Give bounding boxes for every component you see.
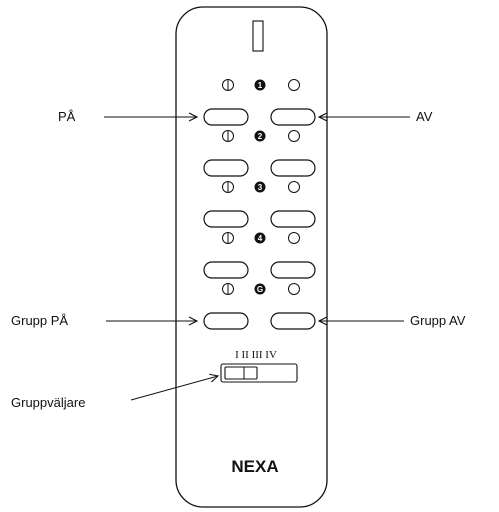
off-button[interactable] [270, 108, 316, 126]
channel-row: G [203, 283, 316, 330]
arrow-group-selector [130, 376, 218, 401]
off-button[interactable] [270, 159, 316, 177]
remote-body [175, 6, 328, 508]
off-indicator-icon [288, 130, 300, 142]
channel-number: G [257, 285, 263, 294]
off-button[interactable] [270, 312, 316, 330]
group-selector-knob[interactable] [224, 366, 258, 380]
on-button[interactable] [203, 312, 249, 330]
on-indicator-icon [222, 79, 234, 91]
on-button[interactable] [203, 159, 249, 177]
label-off: AV [416, 109, 433, 124]
label-group-off: Grupp AV [410, 313, 466, 328]
channel-badge: G [254, 283, 266, 295]
channel-number: 1 [258, 81, 263, 90]
label-group-on: Grupp PÅ [11, 313, 68, 328]
on-indicator-icon [222, 283, 234, 295]
channel-badge: 1 [254, 79, 266, 91]
indicator-led [252, 20, 264, 52]
channel-row: 4 [203, 232, 316, 279]
off-indicator-icon [288, 232, 300, 244]
channel-number: 2 [258, 132, 263, 141]
on-button[interactable] [203, 108, 249, 126]
label-group-selector: Gruppväljare [11, 395, 85, 410]
label-on: PÅ [58, 109, 76, 124]
off-button[interactable] [270, 261, 316, 279]
off-indicator-icon [288, 181, 300, 193]
channel-number: 4 [258, 234, 263, 243]
channel-rows: 1 2 3 4G [203, 79, 316, 330]
brand-logo: NEXA [231, 457, 278, 476]
on-indicator-icon [222, 130, 234, 142]
off-indicator-icon [288, 283, 300, 295]
channel-badge: 2 [254, 130, 266, 142]
on-indicator-icon [222, 181, 234, 193]
channel-row: 1 [203, 79, 316, 126]
on-button[interactable] [203, 261, 249, 279]
off-button[interactable] [270, 210, 316, 228]
channel-badge: 3 [254, 181, 266, 193]
on-indicator-icon [222, 232, 234, 244]
channel-number: 3 [258, 183, 263, 192]
channel-row: 3 [203, 181, 316, 228]
selector-position-marks: I II III IV [235, 349, 277, 361]
off-indicator-icon [288, 79, 300, 91]
channel-badge: 4 [254, 232, 266, 244]
on-button[interactable] [203, 210, 249, 228]
channel-row: 2 [203, 130, 316, 177]
